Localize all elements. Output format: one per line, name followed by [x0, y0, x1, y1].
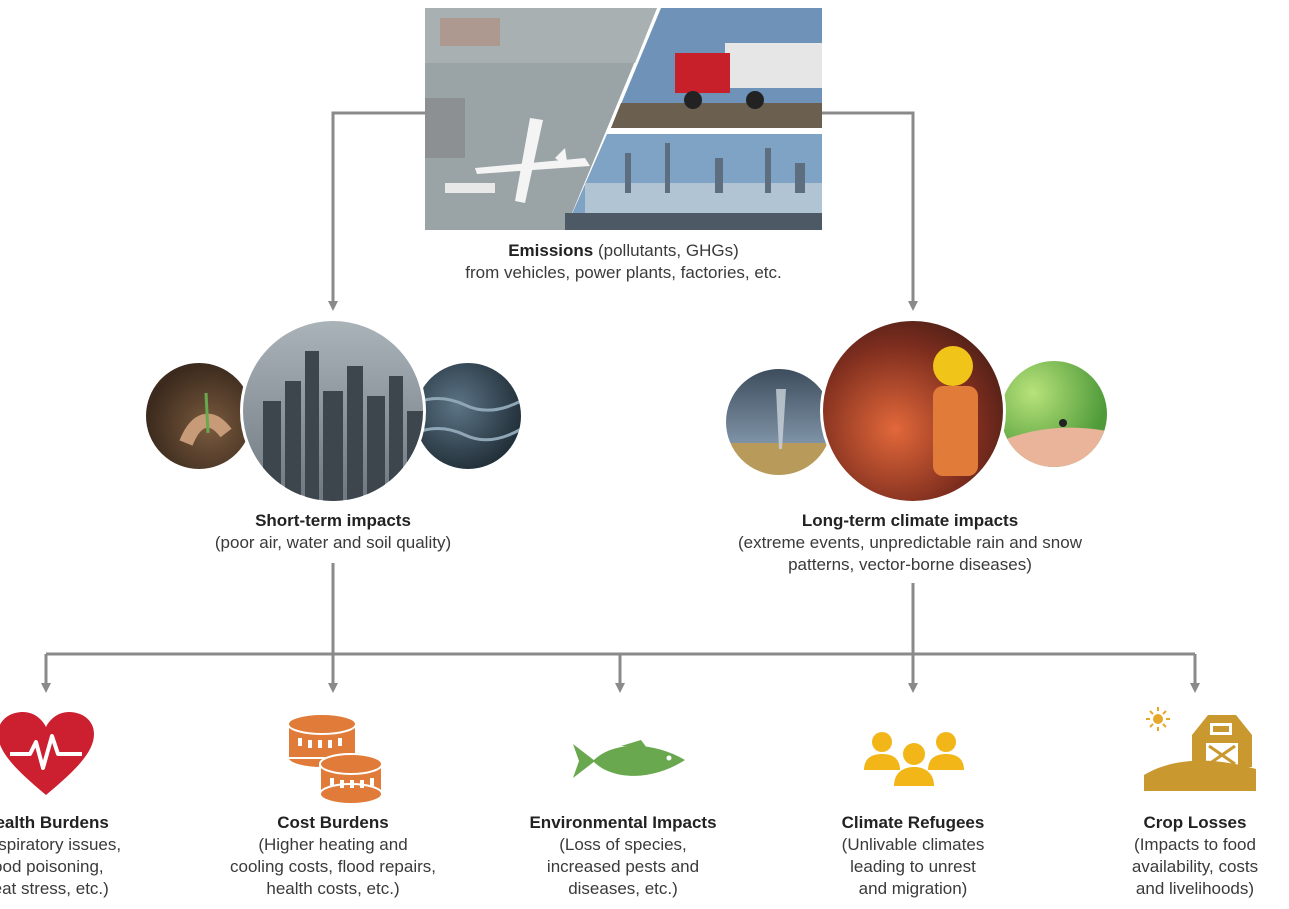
- long-term-caption: Long-term climate impacts (extreme event…: [670, 510, 1150, 576]
- short-term-subtitle: (poor air, water and soil quality): [214, 533, 452, 552]
- outcome-desc-line: cooling costs, flood repairs,: [230, 857, 436, 876]
- outcome-desc-line: food poisoning,: [0, 857, 104, 876]
- outcome-environment: Environmental Impacts (Loss of species, …: [493, 812, 753, 900]
- barn-sun-icon: [1144, 707, 1256, 791]
- emissions-caption: Emissions (pollutants, GHGs) from vehicl…: [410, 240, 837, 284]
- emissions-title-suffix: (pollutants, GHGs): [593, 241, 739, 260]
- tornado-photo: [723, 366, 835, 478]
- outcome-refugees: Climate Refugees (Unlivable climates lea…: [783, 812, 1043, 900]
- outcome-desc-line: heat stress, etc.): [0, 879, 109, 898]
- outcome-desc-line: (Respiratory issues,: [0, 835, 122, 854]
- outcome-title: Climate Refugees: [841, 813, 985, 832]
- outcome-title: Environmental Impacts: [529, 813, 717, 832]
- soil-seedling-photo: [143, 360, 255, 472]
- heart-pulse-icon: [0, 712, 94, 795]
- fish-icon: [573, 740, 685, 778]
- emissions-subtitle: from vehicles, power plants, factories, …: [465, 263, 782, 282]
- emissions-to-short-term-arrow: [328, 111, 425, 311]
- coins-icon: [287, 713, 383, 805]
- outcome-desc-line: leading to unrest: [850, 857, 976, 876]
- city-skyline-photo: [240, 318, 426, 504]
- people-group-icon: [864, 732, 964, 786]
- long-term-subtitle-line-2: patterns, vector-borne diseases): [788, 555, 1032, 574]
- emissions-photo-collage: [425, 8, 822, 230]
- emissions-title: Emissions: [508, 241, 594, 260]
- long-term-subtitle-line-1: (extreme events, unpredictable rain and …: [738, 533, 1082, 552]
- emissions-to-long-term-arrow: [822, 111, 918, 311]
- outcome-health: Health Burdens (Respiratory issues, food…: [0, 812, 176, 900]
- outcome-title: Health Burdens: [0, 813, 109, 832]
- outcome-cost: Cost Burdens (Higher heating and cooling…: [203, 812, 463, 900]
- firefighter-photo: [820, 318, 1006, 504]
- outcome-desc-line: availability, costs: [1131, 857, 1259, 876]
- outcome-title: Crop Losses: [1143, 813, 1247, 832]
- mosquito-photo: [998, 358, 1110, 470]
- outcome-crop: Crop Losses (Impacts to food availabilit…: [1080, 812, 1289, 900]
- outcome-desc-line: and livelihoods): [1135, 879, 1255, 898]
- outcome-desc-line: increased pests and: [546, 857, 700, 876]
- water-waves-photo: [412, 360, 524, 472]
- outcome-desc-line: (Impacts to food: [1134, 835, 1256, 854]
- outcome-desc-line: and migration): [858, 879, 968, 898]
- outcome-title: Cost Burdens: [277, 813, 389, 832]
- outcome-desc-line: (Unlivable climates: [841, 835, 985, 854]
- outcome-desc-line: health costs, etc.): [266, 879, 400, 898]
- airport-photo: [425, 8, 657, 230]
- short-term-caption: Short-term impacts (poor air, water and …: [173, 510, 493, 554]
- outcome-desc-line: (Loss of species,: [559, 835, 687, 854]
- short-term-title: Short-term impacts: [255, 511, 411, 530]
- outcome-desc-line: (Higher heating and: [258, 835, 408, 854]
- outcome-desc-line: diseases, etc.): [568, 879, 678, 898]
- long-term-title: Long-term climate impacts: [801, 511, 1019, 530]
